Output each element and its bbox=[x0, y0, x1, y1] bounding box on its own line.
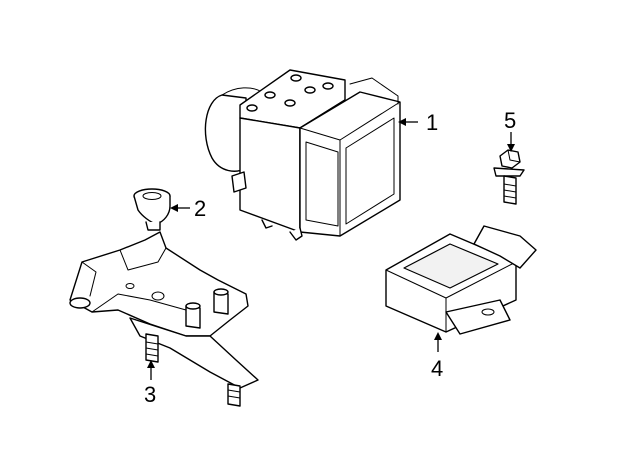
callout-3: 3 bbox=[144, 360, 156, 407]
abs-modulator bbox=[204, 69, 401, 241]
callout-3-label: 3 bbox=[144, 382, 156, 407]
callout-4-label: 4 bbox=[431, 356, 443, 381]
yaw-rate-sensor bbox=[385, 225, 537, 335]
mounting-bracket bbox=[69, 231, 259, 407]
callout-2: 2 bbox=[170, 196, 206, 221]
callout-1: 1 bbox=[398, 110, 438, 135]
callout-5: 5 bbox=[504, 108, 516, 152]
callout-2-label: 2 bbox=[194, 196, 206, 221]
callout-5-label: 5 bbox=[504, 108, 516, 133]
callout-1-label: 1 bbox=[426, 110, 438, 135]
callout-4: 4 bbox=[431, 332, 443, 381]
mounting-bolt bbox=[493, 149, 525, 205]
grommet bbox=[133, 188, 171, 231]
